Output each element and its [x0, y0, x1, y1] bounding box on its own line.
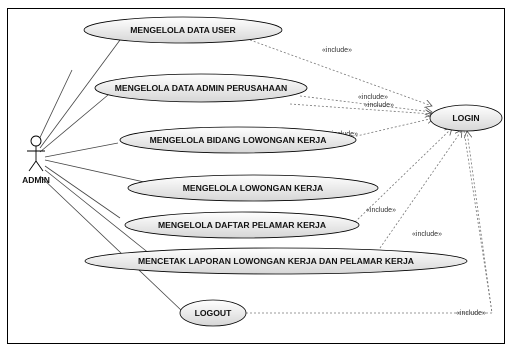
- use-case-uc1-shape: [83, 16, 283, 44]
- use-case-uc7-shape: [179, 299, 247, 327]
- use-case-uc3: MENGELOLA BIDANG LOWONGAN KERJA: [119, 126, 357, 154]
- association-uc1: [39, 39, 121, 149]
- use-case-uc4: MENGELOLA LOWONGAN KERJA: [127, 174, 379, 202]
- use-case-uc7: LOGOUT: [179, 299, 247, 327]
- use-case-uc7-label: LOGOUT: [195, 308, 233, 318]
- use-case-uc2-shape: [94, 73, 308, 103]
- include-arrow-uc2b: [289, 103, 432, 114]
- association-uc6: [44, 169, 151, 255]
- use-case-uc6: MENCETAK LAPORAN LOWONGAN KERJA DAN PELA…: [84, 247, 468, 275]
- include-label-3: «include»: [364, 102, 394, 109]
- association-uc2: [39, 94, 109, 153]
- use-case-uc4-shape: [127, 174, 379, 202]
- include-arrow-uc3: [347, 118, 434, 139]
- association-uc7: [39, 175, 183, 312]
- diagram-frame: [7, 8, 505, 344]
- include-arrow-uc4: [463, 130, 493, 314]
- include-label-2: «include»: [358, 94, 388, 101]
- association-uc1-b: [35, 69, 73, 147]
- include-arrows: [246, 39, 493, 314]
- use-case-login-label: LOGIN: [452, 113, 479, 123]
- include-label-5: «include»: [366, 207, 396, 214]
- use-case-uc5-label: MENGELOLA DAFTAR PELAMAR KERJA: [158, 220, 326, 230]
- use-case-login: LOGIN: [429, 104, 503, 132]
- use-case-uc6-shape: [84, 247, 468, 275]
- association-uc3: [44, 142, 119, 158]
- use-case-login-shape: [429, 104, 503, 132]
- use-case-uc1-label: MENGELOLA DATA USER: [130, 25, 236, 35]
- use-case-uc3-label: MENGELOLA BIDANG LOWONGAN KERJA: [150, 135, 327, 145]
- use-case-uc2-label: MENGELOLA DATA ADMIN PERUSAHAAN: [115, 83, 288, 93]
- include-label-7: «include»: [456, 310, 486, 317]
- use-case-uc4-label: MENGELOLA LOWONGAN KERJA: [183, 183, 324, 193]
- use-case-uc3-shape: [119, 126, 357, 154]
- use-case-uc5-shape: [124, 211, 360, 239]
- stick-figure-icon: [27, 135, 45, 172]
- use-case-uc2: MENGELOLA DATA ADMIN PERUSAHAAN: [94, 73, 308, 103]
- include-label-1: «include»: [322, 47, 352, 54]
- include-arrow-uc1: [249, 39, 432, 106]
- use-case-uc6-label: MENCETAK LAPORAN LOWONGAN KERJA DAN PELA…: [138, 256, 414, 266]
- use-case-uc1: MENGELOLA DATA USER: [83, 16, 283, 44]
- include-label-6: «include»: [412, 231, 442, 238]
- association-uc5: [44, 165, 121, 219]
- include-arrow-uc5: [354, 128, 452, 223]
- use-case-uc5: MENGELOLA DAFTAR PELAMAR KERJA: [124, 211, 360, 239]
- actor-label: ADMIN: [22, 175, 50, 185]
